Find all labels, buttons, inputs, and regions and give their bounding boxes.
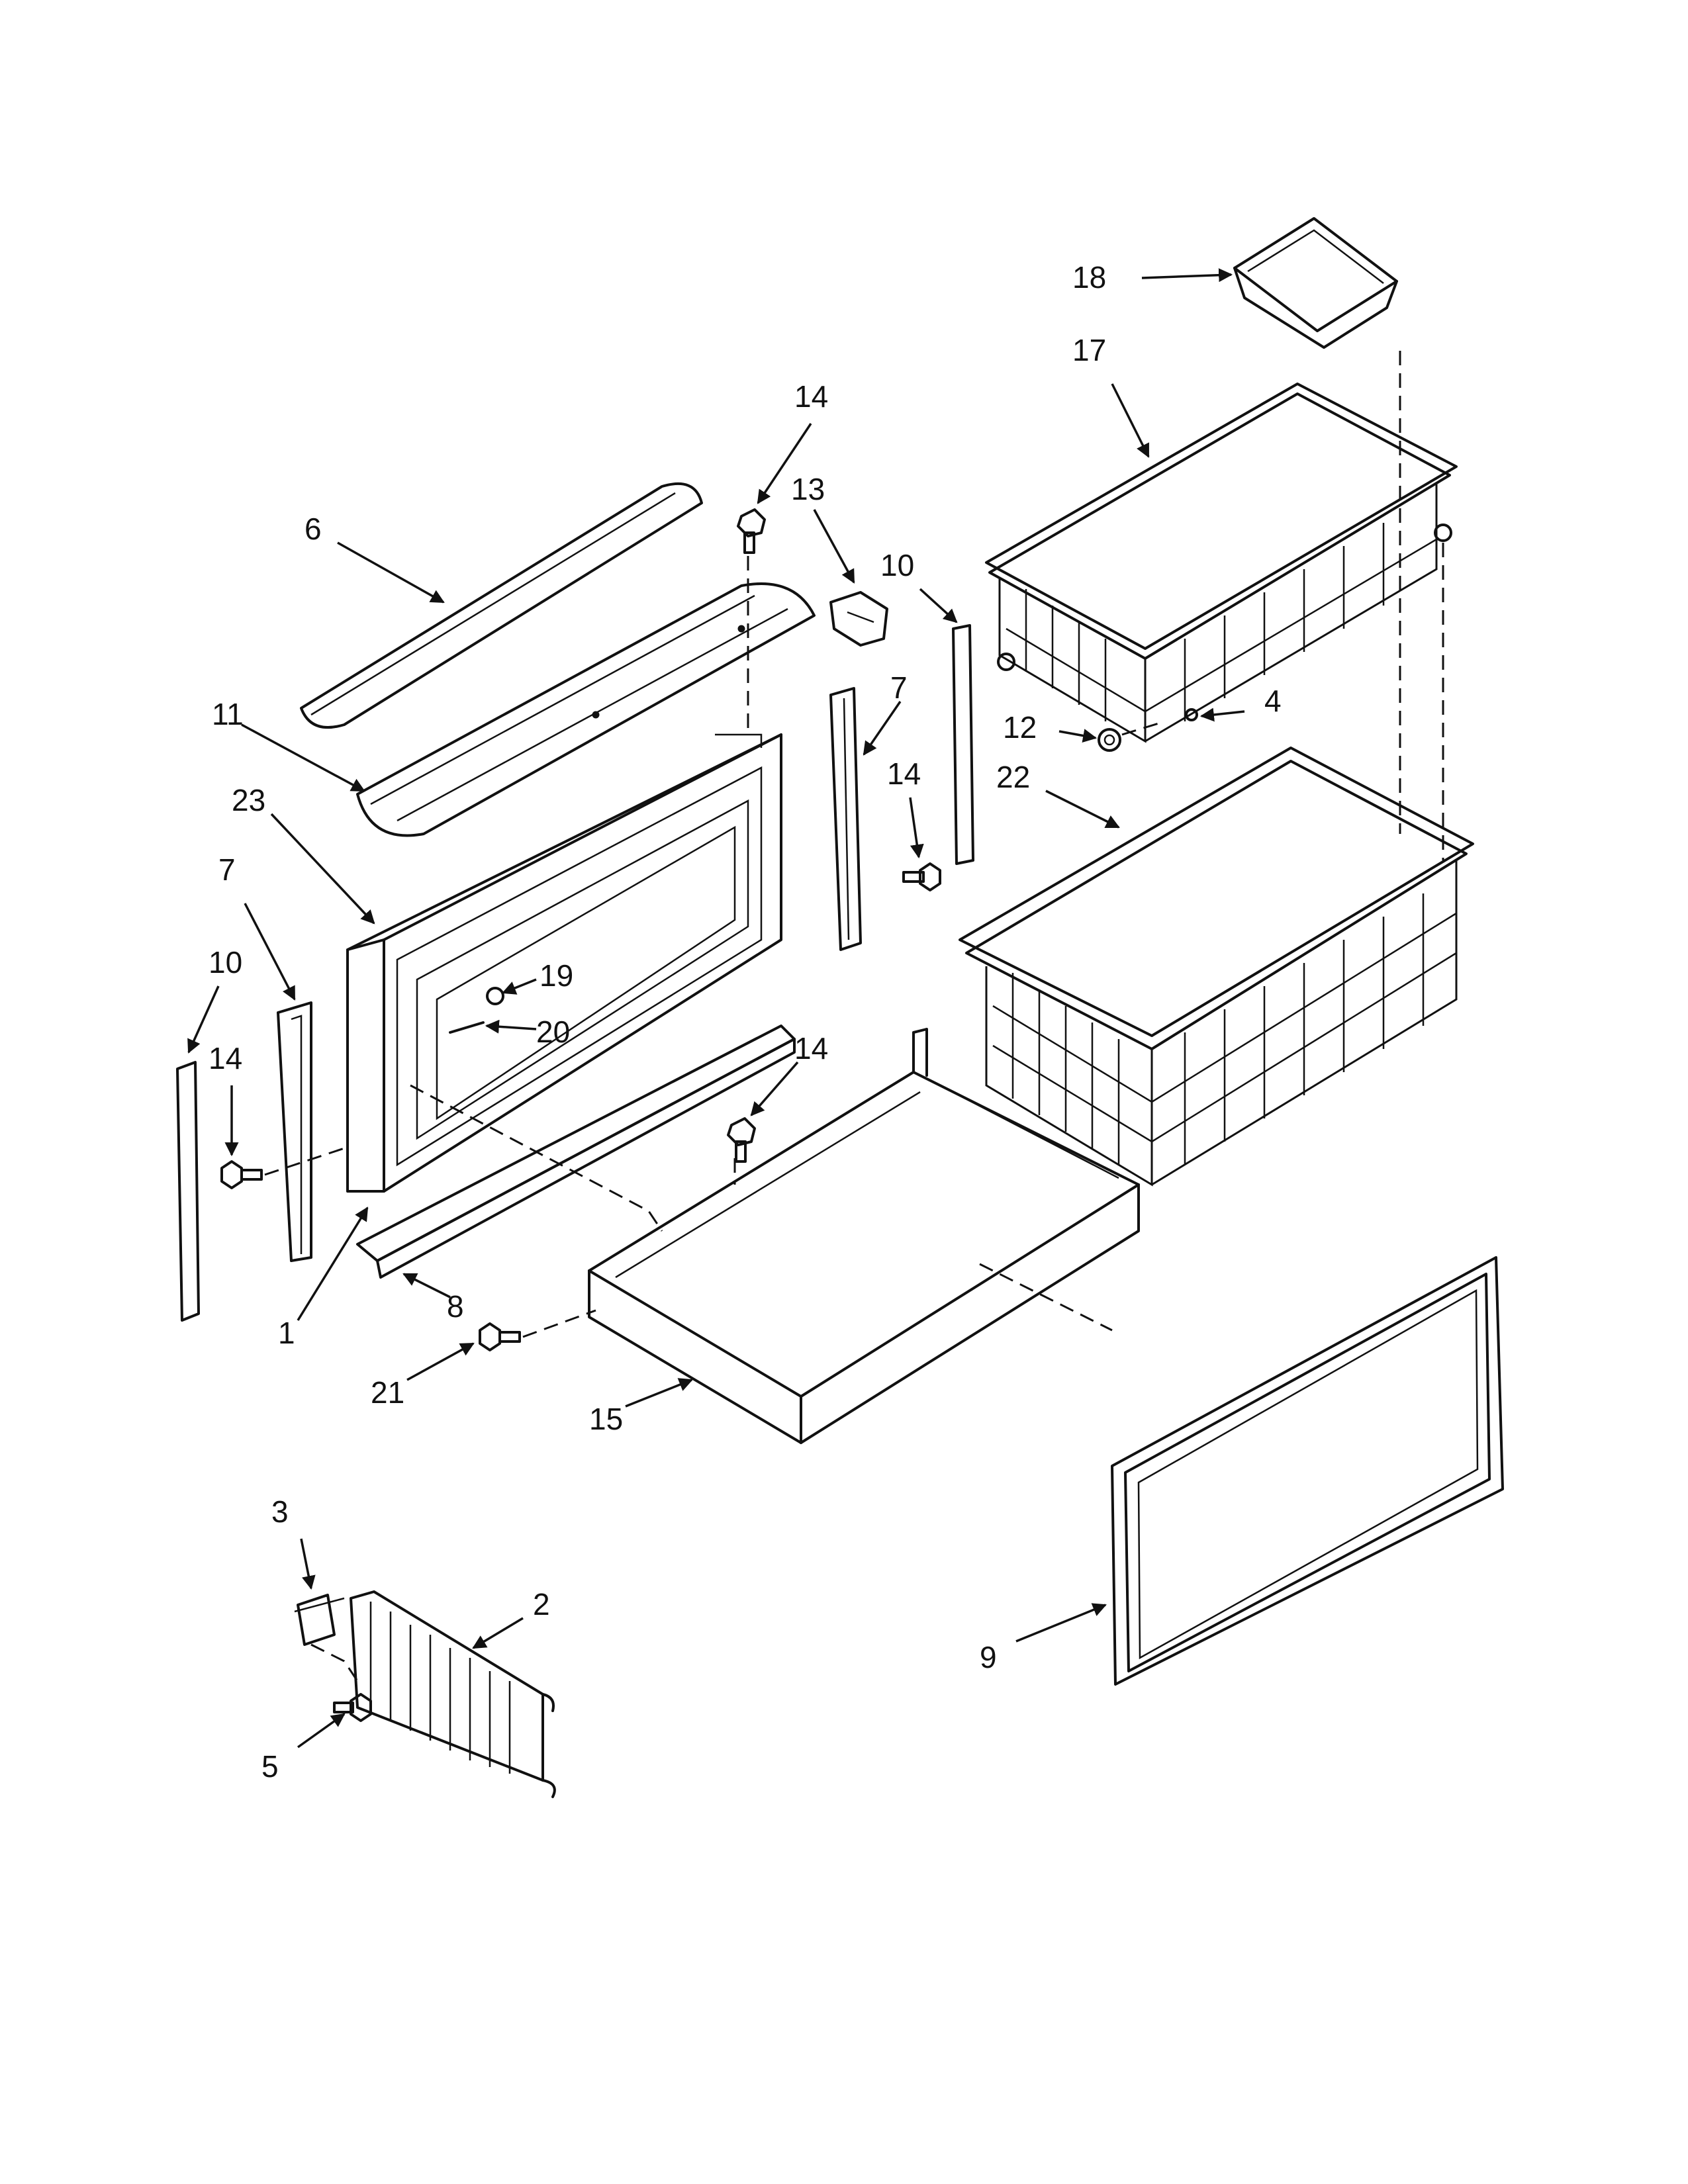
part-8-bottom-rail xyxy=(356,1024,796,1279)
part-14-screw-bottom xyxy=(727,1117,756,1163)
part-14-screw-top xyxy=(737,508,766,554)
callout-10-left: 10 xyxy=(209,945,242,979)
callout-3: 3 xyxy=(271,1494,289,1529)
callout-12: 12 xyxy=(1003,710,1037,745)
part-17-upper-basket xyxy=(985,383,1458,743)
part-19-nut xyxy=(486,987,504,1005)
callout-4: 4 xyxy=(1264,684,1282,718)
callout-13: 13 xyxy=(791,472,825,506)
callout-9: 9 xyxy=(980,1640,997,1674)
callout-7-right: 7 xyxy=(890,670,908,705)
callout-14-top: 14 xyxy=(794,379,828,414)
part-10-right-strip xyxy=(952,624,974,865)
callout-17: 17 xyxy=(1072,333,1106,367)
part-3-bracket xyxy=(294,1594,345,1646)
part-21-screw xyxy=(479,1322,521,1351)
callout-2: 2 xyxy=(533,1587,550,1621)
part-2-grille xyxy=(350,1590,556,1798)
callout-14-bottom: 14 xyxy=(794,1031,828,1066)
part-7-left-channel xyxy=(277,1001,312,1262)
callout-labels: 14 13 6 10 11 23 7 14 7 10 14 19 20 14 8… xyxy=(209,260,1282,1784)
part-5-screw xyxy=(333,1693,372,1722)
part-22-lower-basket xyxy=(959,747,1474,1187)
part-20-pin xyxy=(449,1021,485,1034)
part-14-screw-right xyxy=(902,862,941,891)
part-15-slide-tray xyxy=(588,1028,1140,1444)
callout-19: 19 xyxy=(539,958,573,993)
callout-18: 18 xyxy=(1072,260,1106,295)
callout-7-left: 7 xyxy=(218,852,236,887)
callout-6: 6 xyxy=(305,512,322,546)
part-10-left-strip xyxy=(176,1061,200,1322)
callout-14-right: 14 xyxy=(887,756,921,791)
callout-14-left: 14 xyxy=(209,1041,242,1075)
part-9-gasket xyxy=(1111,1256,1504,1686)
part-14-screw-left xyxy=(220,1160,263,1189)
callout-20: 20 xyxy=(536,1015,570,1049)
callout-5: 5 xyxy=(261,1749,279,1784)
callout-23: 23 xyxy=(232,783,265,817)
part-7-right-channel xyxy=(829,687,862,951)
part-12-bushing xyxy=(1098,728,1121,752)
part-11-trim-channel xyxy=(356,582,816,837)
part-18-bin xyxy=(1233,217,1398,349)
callout-21: 21 xyxy=(371,1375,404,1410)
callout-15: 15 xyxy=(589,1402,623,1436)
part-6-top-trim xyxy=(300,482,703,729)
callout-1: 1 xyxy=(278,1316,295,1350)
part-4-washer xyxy=(1185,708,1198,721)
callout-22: 22 xyxy=(996,760,1030,794)
alignment-lines xyxy=(264,351,1444,1682)
callout-10-right: 10 xyxy=(880,548,914,582)
callout-11: 11 xyxy=(212,697,244,731)
leader-lines xyxy=(187,268,1245,1749)
part-13-clip xyxy=(829,591,888,647)
part-23-door-frame xyxy=(346,733,782,1193)
callout-8: 8 xyxy=(447,1289,464,1324)
